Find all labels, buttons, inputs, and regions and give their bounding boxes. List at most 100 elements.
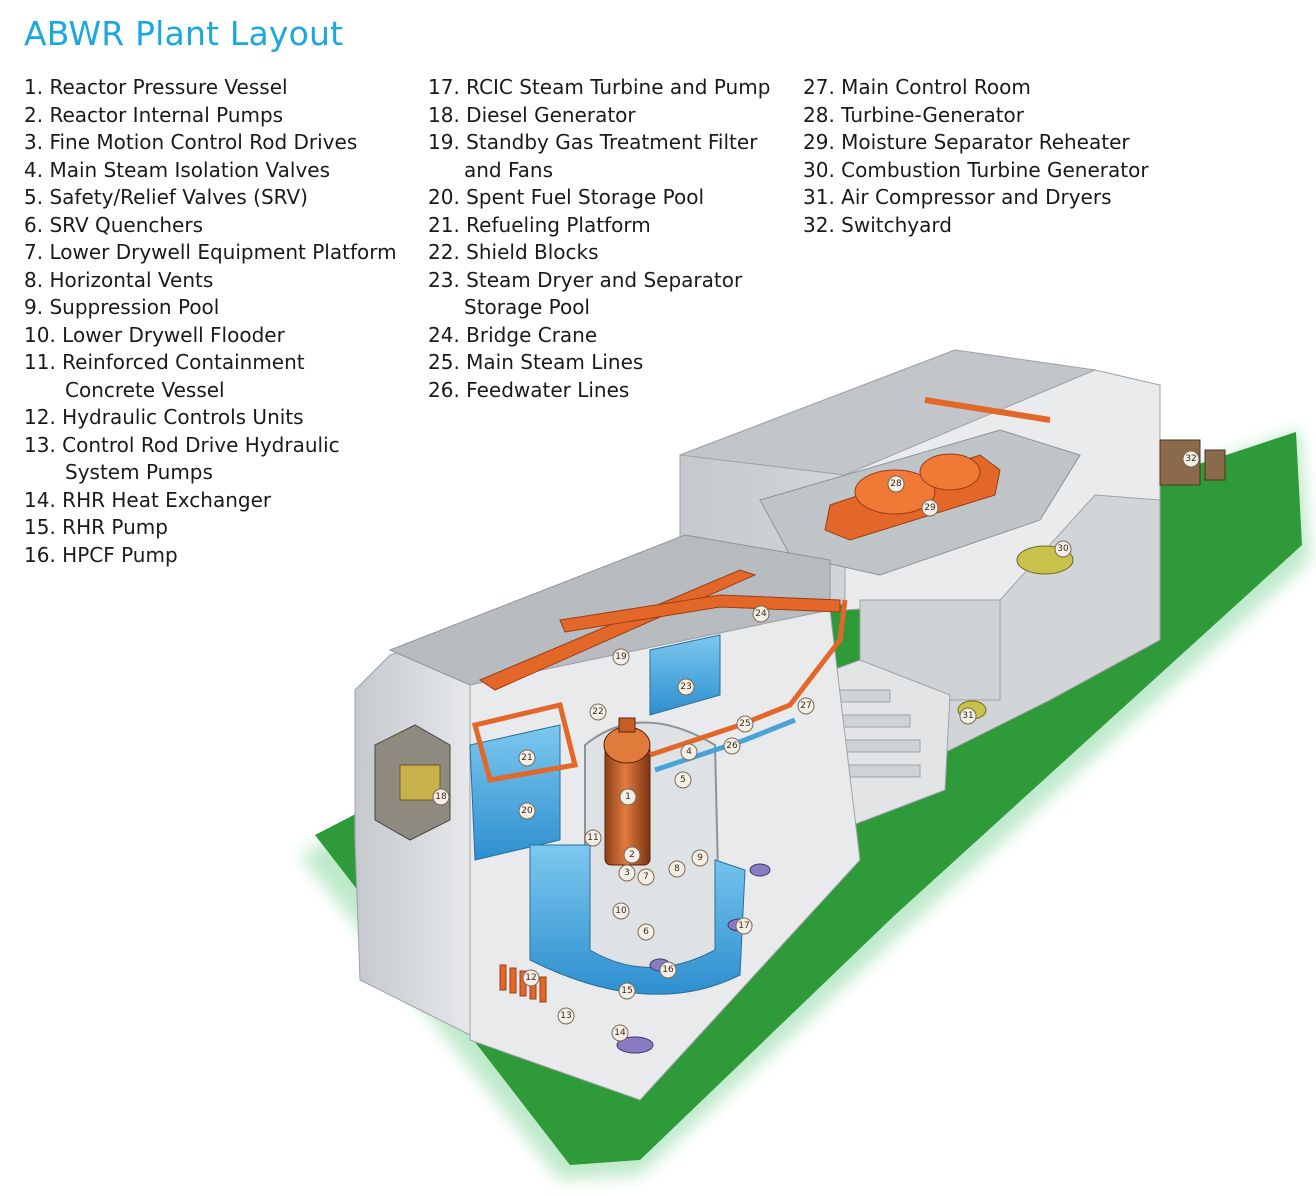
legend-item: 26. Feedwater Lines: [428, 377, 770, 405]
callout-label: 9: [697, 853, 703, 863]
legend-item-number: 2.: [24, 102, 44, 127]
callout-circle: [432, 788, 450, 806]
legend-item-number: 26.: [428, 377, 460, 402]
callout-marker: 10: [612, 902, 630, 920]
bridge-crane-icon: [478, 569, 841, 691]
legend-item-number: 20.: [428, 185, 460, 209]
suppression-pool-icon: [529, 844, 746, 995]
legend-item-number: 9.: [24, 295, 44, 319]
callout-label: 31: [962, 711, 973, 721]
legend-item-number: 27.: [803, 75, 835, 99]
callout-marker: 14: [611, 1024, 629, 1042]
callout-marker: 21: [518, 749, 536, 767]
callout-circle: [518, 749, 536, 767]
callout-circle: [691, 849, 709, 867]
legend-item-continuation: and Fans: [464, 157, 554, 182]
callout-label: 25: [739, 719, 750, 729]
legend-item-number: 16.: [24, 542, 56, 567]
legend-item: 1. Reactor Pressure Vessel: [24, 74, 397, 102]
legend-item-continuation: Storage Pool: [464, 295, 590, 319]
hydraulic-control-units-icon: [499, 964, 547, 1003]
callouts: 1234567891011121314151617181920212223242…: [432, 450, 1200, 1042]
callout-circle: [584, 829, 602, 847]
steam-feedwater-lines: [649, 599, 848, 773]
callout-label: 29: [924, 503, 936, 513]
legend-item-number: 15.: [24, 515, 56, 539]
callout-marker: 25: [736, 715, 754, 733]
legend-item-number: 29.: [803, 130, 835, 154]
callout-circle: [659, 961, 677, 979]
refueling-platform-icon: [471, 702, 579, 783]
legend-item: 29. Moisture Separator Reheater: [803, 129, 1149, 157]
callout-label: 26: [726, 741, 738, 751]
callout-label: 2: [629, 850, 635, 860]
callout-circle: [723, 737, 741, 755]
callout-marker: 5: [674, 771, 692, 789]
callout-label: 23: [680, 682, 691, 692]
callout-circle: [959, 707, 977, 725]
legend-item: 10. Lower Drywell Flooder: [24, 322, 397, 350]
callout-marker: 18: [432, 788, 450, 806]
legend-item-text: Reactor Pressure Vessel: [49, 75, 288, 99]
legend-item-text: Feedwater Lines: [466, 377, 630, 402]
legend-item: 6. SRV Quenchers: [24, 212, 397, 240]
legend-item: 14. RHR Heat Exchanger: [24, 487, 397, 515]
spent-fuel-pool-icon: [469, 724, 561, 861]
legend-item-number: 24.: [428, 322, 460, 347]
legend-item-text: Hydraulic Controls Units: [62, 405, 304, 429]
callout-marker: 26: [723, 737, 741, 755]
legend-item-text: Switchyard: [841, 212, 952, 237]
legend-item-text: Lower Drywell Flooder: [62, 322, 285, 347]
callout-marker: 32: [1182, 450, 1200, 468]
legend-item-number: 7.: [24, 240, 44, 264]
callout-circle: [921, 499, 939, 517]
callout-circle: [522, 969, 540, 987]
legend-item: 31. Air Compressor and Dryers: [803, 184, 1149, 212]
callout-label: 19: [615, 652, 627, 662]
legend-item-text: Standby Gas Treatment Filter: [466, 130, 758, 154]
legend-item-continuation: System Pumps: [65, 460, 213, 484]
callout-circle: [619, 788, 637, 806]
legend-item: 16. HPCF Pump: [24, 542, 397, 570]
legend-item: 21. Refueling Platform: [428, 212, 770, 240]
reactor-building: [354, 534, 861, 1101]
callout-label: 4: [686, 747, 692, 757]
legend-item-number: 12.: [24, 405, 56, 429]
callout-circle: [752, 605, 770, 623]
legend-item-text: Lower Drywell Equipment Platform: [49, 240, 397, 264]
callout-circle: [623, 846, 641, 864]
legend-item: 30. Combustion Turbine Generator: [803, 157, 1149, 185]
callout-circle: [611, 1024, 629, 1042]
callout-label: 13: [560, 1011, 571, 1021]
legend-item-number: 10.: [24, 322, 56, 347]
legend-item: 25. Main Steam Lines: [428, 349, 770, 377]
callout-circle: [637, 923, 655, 941]
legend-item: 20. Spent Fuel Storage Pool: [428, 184, 770, 212]
legend-item: 24. Bridge Crane: [428, 322, 770, 350]
legend-item-text: Bridge Crane: [466, 322, 598, 347]
legend-item-number: 11.: [24, 350, 56, 374]
legend-item-text: Main Steam Isolation Valves: [49, 157, 331, 182]
callout-marker: 11: [584, 829, 602, 847]
legend-item-text: Suppression Pool: [49, 295, 220, 319]
legend-item-number: 5.: [24, 185, 44, 209]
callout-label: 6: [643, 927, 649, 937]
legend-item: 27. Main Control Room: [803, 74, 1149, 102]
callout-circle: [518, 802, 536, 820]
legend-item-number: 30.: [803, 157, 835, 182]
legend-item: 32. Switchyard: [803, 212, 1149, 240]
callout-marker: 23: [677, 678, 695, 696]
callout-circle: [1054, 540, 1072, 558]
dryer-separator-pool-icon: [649, 634, 721, 716]
callout-label: 27: [800, 701, 811, 711]
legend-item-text: Fine Motion Control Rod Drives: [49, 130, 358, 154]
callout-label: 22: [592, 707, 603, 717]
legend-item-text: Reactor Internal Pumps: [49, 102, 284, 127]
callout-marker: 8: [668, 860, 686, 878]
callout-marker: 20: [518, 802, 536, 820]
callout-marker: 17: [735, 917, 753, 935]
legend-item-number: 4.: [24, 157, 44, 182]
